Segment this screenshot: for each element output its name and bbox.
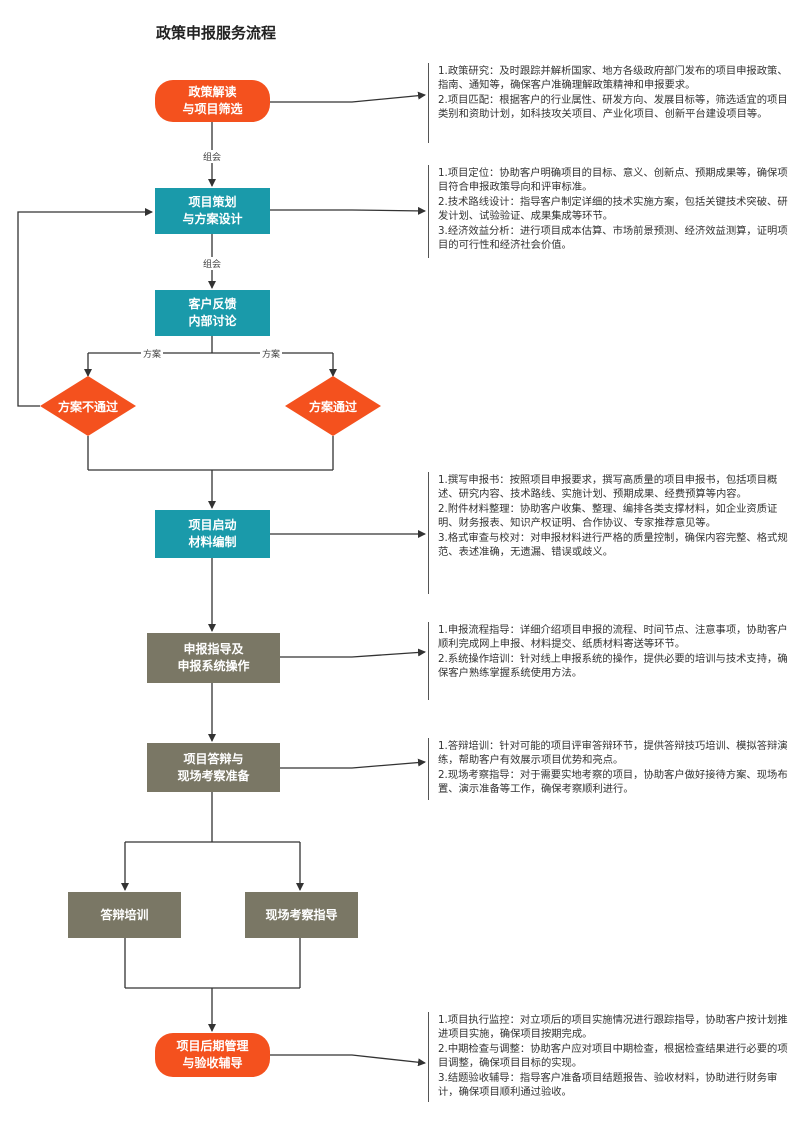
node-planning-label: 项目策划 与方案设计: [182, 195, 243, 226]
node-defense-label: 项目答辩与 现场考察准备: [177, 751, 250, 783]
edge-label-plan-left: 方案: [141, 347, 164, 360]
note-launch-item-1: 1.撰写申报书：按照项目申报要求，撰写高质量的项目申报书，包括项目概述、研究内容…: [438, 474, 778, 501]
note-brace-guidance: [428, 622, 429, 700]
edge-reject-loop: [17, 208, 153, 407]
diamond-approve-label: 方案通过: [308, 399, 357, 414]
diamond-approve: [285, 376, 381, 436]
node-feedback-label: 客户反馈 内部讨论: [188, 297, 237, 328]
node-site-guidance: 现场考察指导: [245, 892, 358, 938]
node-defense-training-label: 答辩培训: [100, 907, 149, 922]
note-planning-item-1: 1.项目定位：协助客户明确项目的目标、意义、创新点、预期成果等，确保项目符合申报…: [438, 167, 788, 194]
node-policy-label: 政策解读 与项目筛选: [182, 85, 243, 116]
node-project-planning: 项目策划 与方案设计: [155, 188, 270, 234]
edge-label-organize-2: 组会: [201, 257, 224, 270]
note-defense-item-1: 1.答辩培训：针对可能的项目评审答辩环节，提供答辩技巧培训、模拟答辩演练，帮助客…: [438, 740, 788, 767]
note-brace-post: [428, 1012, 429, 1102]
note-policy: 1.政策研究：及时跟踪并解析国家、地方各级政府部门发布的项目申报政策、指南、通知…: [430, 64, 788, 122]
note-guidance-item-2: 2.系统操作培训：针对线上申报系统的操作，提供必要的培训与技术支持，确保客户熟练…: [438, 652, 788, 680]
note-guidance-item-1: 1.申报流程指导：详细介绍项目申报的流程、时间节点、注意事项，协助客户顺利完成网…: [438, 624, 788, 651]
node-post-label: 项目后期管理 与验收辅导: [176, 1039, 249, 1070]
node-launch-label: 项目启动 材料编制: [188, 518, 237, 549]
note-defense-item-2: 2.现场考察指导：对于需要实地考察的项目，协助客户做好接待方案、现场布置、演示准…: [438, 768, 788, 796]
page-title: 政策申报服务流程: [156, 24, 277, 42]
edge-post-note: [270, 1054, 426, 1067]
edge-label-plan-right: 方案: [260, 347, 283, 360]
node-policy-screening: 政策解读 与项目筛选: [155, 80, 270, 122]
node-client-feedback: 客户反馈 内部讨论: [155, 290, 270, 336]
node-application-guidance: 申报指导及 申报系统操作: [147, 633, 280, 683]
note-post: 1.项目执行监控：对立项后的项目实施情况进行跟踪指导，协助客户按计划推进项目实施…: [430, 1013, 788, 1099]
note-policy-item-1: 1.政策研究：及时跟踪并解析国家、地方各级政府部门发布的项目申报政策、指南、通知…: [438, 65, 788, 92]
node-defense-training: 答辩培训: [68, 892, 181, 938]
node-defense-preparation: 项目答辩与 现场考察准备: [147, 743, 280, 792]
note-guidance: 1.申报流程指导：详细介绍项目申报的流程、时间节点、注意事项，协助客户顺利完成网…: [430, 623, 788, 681]
edge-policy-note: [270, 91, 426, 103]
note-policy-item-2: 2.项目匹配：根据客户的行业属性、研发方向、发展目标等，筛选适宜的项目类别和资助…: [438, 93, 788, 121]
edge-defense-note: [280, 758, 426, 769]
edge-label-organize-1: 组会: [201, 150, 224, 163]
node-guidance-label: 申报指导及 申报系统操作: [177, 642, 250, 673]
diamond-reject: [40, 376, 136, 436]
note-defense: 1.答辩培训：针对可能的项目评审答辩环节，提供答辩技巧培训、模拟答辩演练，帮助客…: [430, 739, 788, 797]
note-launch-item-2: 2.附件材料整理：协助客户收集、整理、编排各类支撑材料，如企业资质证明、财务报表…: [438, 502, 778, 530]
note-post-item-3: 3.结题验收辅导：指导客户准备项目结题报告、验收材料，协助进行财务审计，确保项目…: [438, 1071, 778, 1099]
node-project-launch: 项目启动 材料编制: [155, 510, 270, 558]
note-launch-item-3: 3.格式审查与校对：对申报材料进行严格的质量控制，确保内容完整、格式规范、表述准…: [438, 531, 788, 559]
node-post-management: 项目后期管理 与验收辅导: [155, 1033, 270, 1077]
note-brace-defense: [428, 738, 429, 800]
note-brace-launch: [428, 472, 429, 594]
note-planning-item-3: 3.经济效益分析：进行项目成本估算、市场前景预测、经济效益测算，证明项目的可行性…: [438, 224, 788, 252]
note-planning-item-2: 2.技术路线设计：指导客户制定详细的技术实施方案，包括关键技术突破、研发计划、试…: [438, 195, 788, 223]
node-site-guidance-label: 现场考察指导: [265, 907, 338, 922]
note-planning: 1.项目定位：协助客户明确项目的目标、意义、创新点、预期成果等，确保项目符合申报…: [430, 166, 788, 252]
note-brace-planning: [428, 165, 429, 258]
edge-guidance-note: [280, 648, 426, 658]
note-post-item-2: 2.中期检查与调整：协助客户应对项目中期检查，根据检查结果进行必要的项目调整，确…: [438, 1042, 788, 1070]
note-brace-policy: [428, 63, 429, 143]
note-post-item-1: 1.项目执行监控：对立项后的项目实施情况进行跟踪指导，协助客户按计划推进项目实施…: [438, 1014, 788, 1041]
edge-planning-note: [270, 206, 426, 215]
diamond-reject-label: 方案不通过: [57, 399, 118, 414]
note-launch: 1.撰写申报书：按照项目申报要求，撰写高质量的项目申报书，包括项目概述、研究内容…: [430, 473, 788, 559]
